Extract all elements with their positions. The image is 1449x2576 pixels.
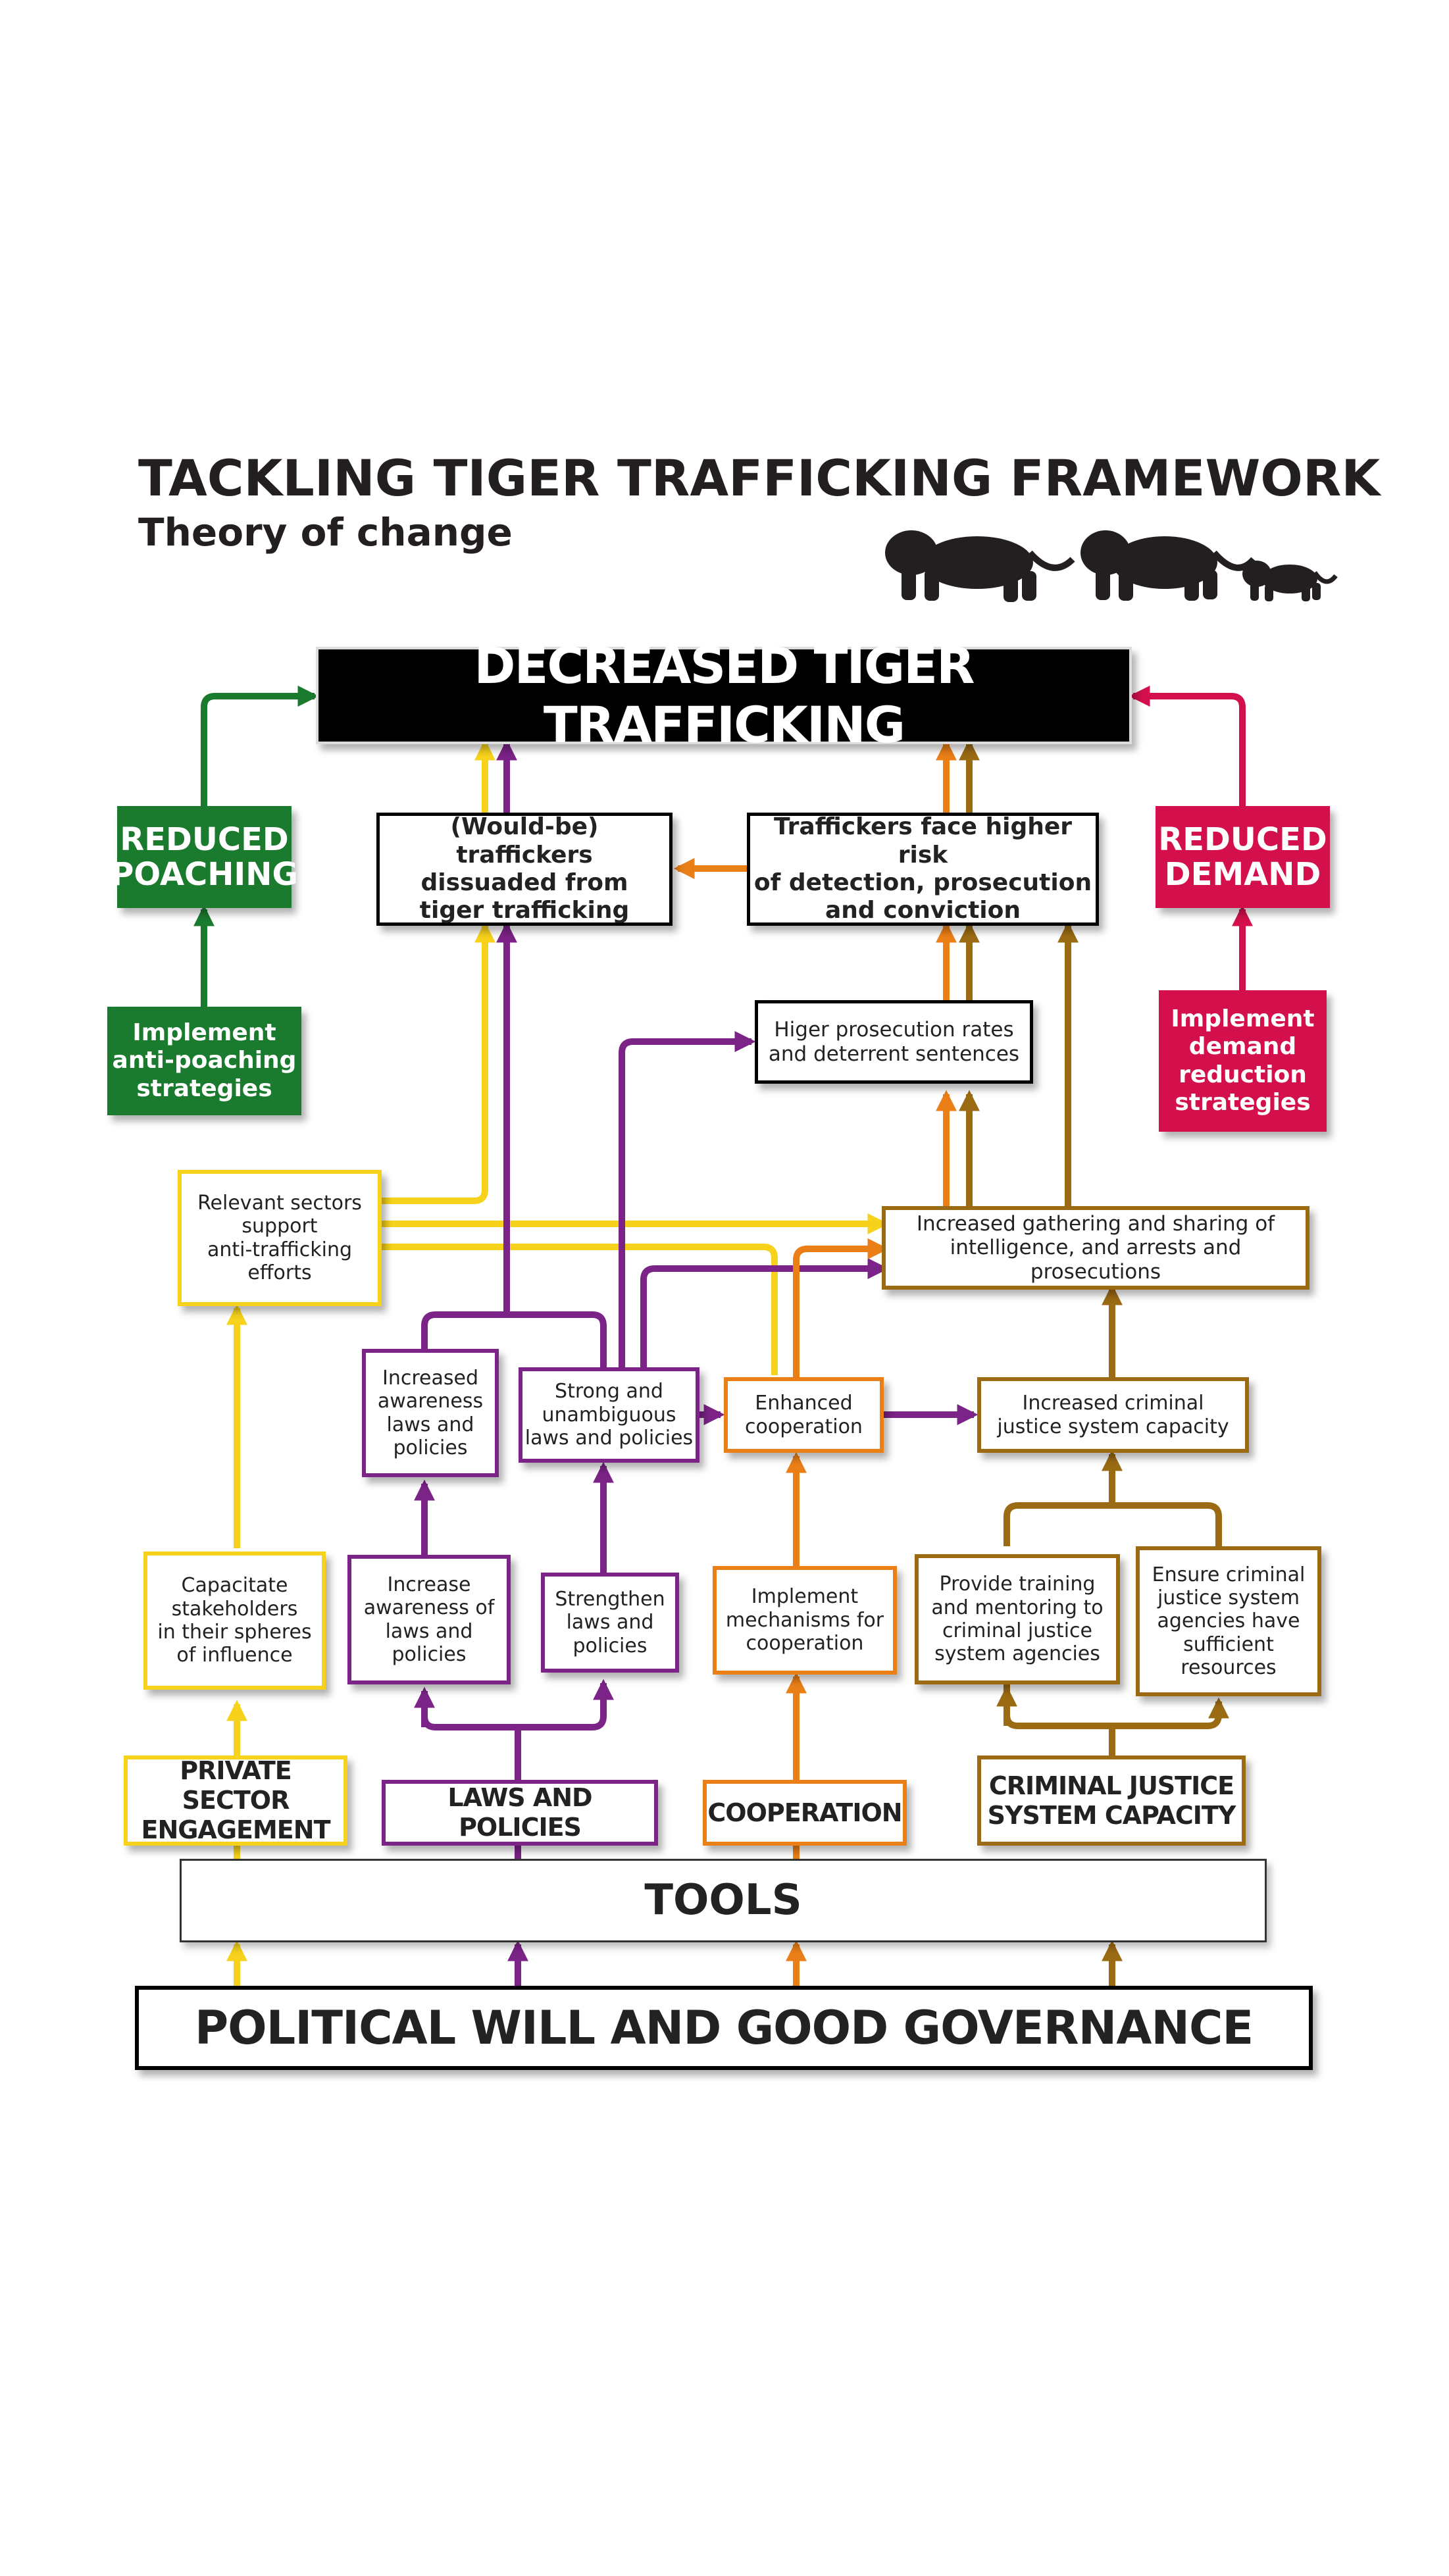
increased-cj-capacity-box: Increased criminal justice system capaci… — [977, 1377, 1249, 1453]
strong-laws-box: Strong and unambiguous laws and policies — [519, 1367, 699, 1463]
tiger-cub-silhouette-icon — [1242, 561, 1338, 601]
strengthen-laws-box: Strengthen laws and policies — [541, 1573, 679, 1673]
green-arrows — [193, 685, 319, 1007]
enhanced-cooperation-box: Enhanced cooperation — [724, 1377, 884, 1453]
prosecution-rates-box: Higer prosecution rates and deterrent se… — [755, 1000, 1033, 1084]
goal-decreased-tiger-trafficking: DECREASED TIGER TRAFFICKING — [316, 636, 1132, 754]
tools-box: TOOLS — [180, 1859, 1267, 1942]
anti-poaching-strategies-box: Implement anti-poaching strategies — [107, 1007, 301, 1115]
higher-risk-box: Traffickers face higher risk of detectio… — [747, 813, 1099, 926]
cooperation-box: COOPERATION — [703, 1780, 907, 1846]
demand-reduction-strategies-box: Implement demand reduction strategies — [1159, 990, 1327, 1132]
increase-awareness-box: Increase awareness of laws and policies — [347, 1555, 511, 1684]
private-sector-engagement-box: PRIVATE SECTOR ENGAGEMENT — [124, 1755, 347, 1846]
crimson-arrows — [1129, 685, 1254, 990]
intelligence-sharing-box: Increased gathering and sharing of intel… — [882, 1206, 1309, 1290]
reduced-demand-box: REDUCED DEMAND — [1156, 806, 1330, 908]
capacitate-stakeholders-box: Capacitate stakeholders in their spheres… — [143, 1552, 326, 1690]
increased-awareness-box: Increased awareness laws and policies — [362, 1349, 499, 1477]
criminal-justice-capacity-box: CRIMINAL JUSTICE SYSTEM CAPACITY — [977, 1755, 1246, 1846]
provide-training-box: Provide training and mentoring to crimin… — [915, 1554, 1120, 1684]
dissuaded-traffickers-box: (Would-be) traffickers dissuaded from ti… — [376, 813, 673, 926]
page-subtitle: Theory of change — [138, 510, 513, 555]
brown-arrows — [958, 739, 1230, 1987]
tiger-silhouette-icon — [885, 530, 1075, 602]
reduced-poaching-box: REDUCED POACHING — [111, 806, 298, 908]
page-title: TACKLING TIGER TRAFFICKING FRAMEWORK — [138, 449, 1381, 507]
relevant-sectors-box: Relevant sectors support anti-traffickin… — [178, 1170, 382, 1306]
laws-and-policies-box: LAWS AND POLICIES — [382, 1780, 658, 1846]
implement-mechanisms-box: Implement mechanisms for cooperation — [713, 1566, 897, 1675]
political-will-box: POLITICAL WILL AND GOOD GOVERNANCE — [135, 1986, 1313, 2070]
tiger-silhouette-icon — [1080, 530, 1256, 601]
ensure-resources-box: Ensure criminal justice system agencies … — [1136, 1546, 1321, 1696]
